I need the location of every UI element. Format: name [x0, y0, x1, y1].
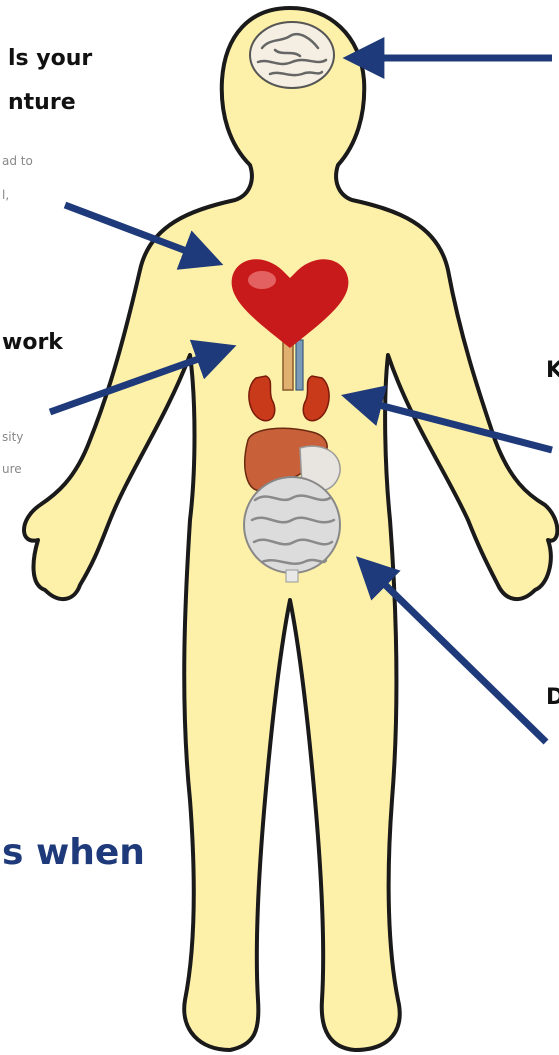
vessel: [296, 340, 303, 390]
label-small-2: l,: [2, 186, 9, 204]
label-top-left-line1: ls your: [8, 46, 92, 72]
label-small-1: ad to: [2, 152, 33, 170]
label-small-4: ure: [2, 460, 22, 478]
label-mid-left: work: [2, 330, 63, 356]
label-right-k: K: [546, 358, 559, 384]
label-bottom-left: s when: [2, 832, 145, 873]
label-right-d: D: [546, 685, 559, 711]
brain-icon: [250, 22, 334, 88]
label-small-3: sity: [2, 428, 23, 446]
label-top-left-line2: nture: [8, 90, 76, 116]
